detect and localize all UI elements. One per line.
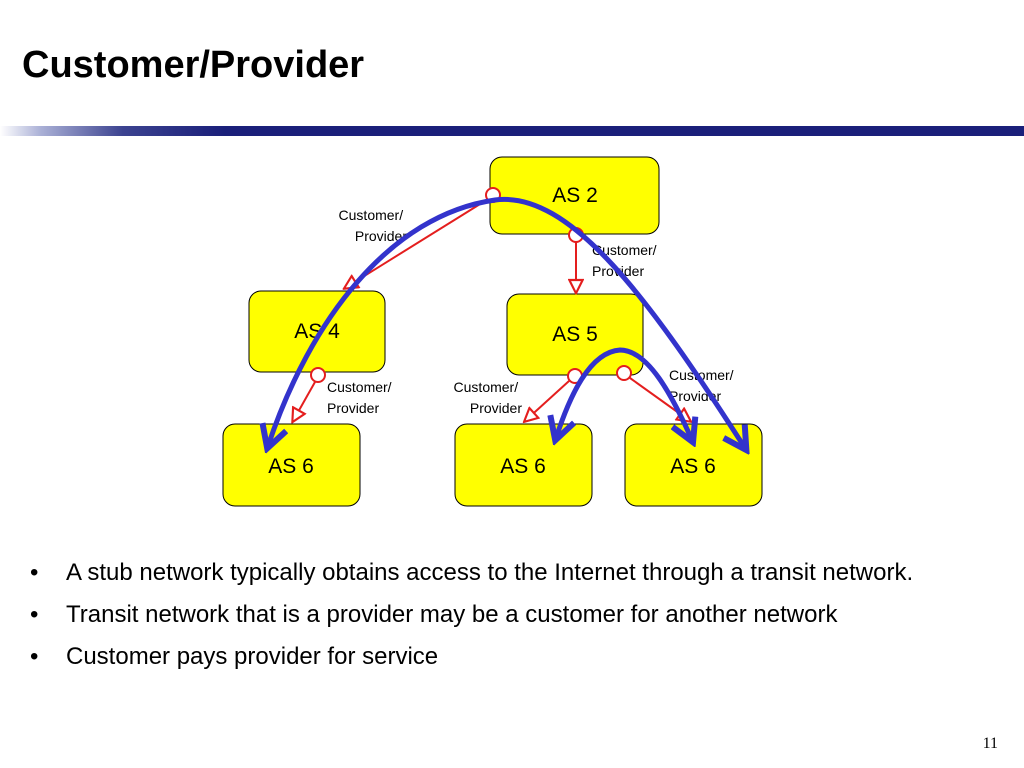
- slide-title: Customer/Provider: [22, 44, 365, 86]
- link-origin-dot: [616, 365, 632, 381]
- node-as6-mid: AS 6: [454, 423, 593, 507]
- edge-label-line: Provider: [470, 400, 522, 416]
- node-as6-left: AS 6: [222, 423, 361, 507]
- page-number: 11: [982, 735, 998, 752]
- node-as6-right: AS 6: [624, 423, 763, 507]
- node-as2: AS 2: [489, 156, 660, 235]
- link-origin-dot: [310, 367, 326, 383]
- traffic-path-as6-mid-to-as6-right: [556, 347, 692, 440]
- node-as4: AS 4: [248, 290, 386, 373]
- as-relationship-diagram: AS 2 AS 4 AS 5 AS 6 AS 6 AS 6: [222, 156, 763, 507]
- edge-label-line: Customer/: [454, 379, 519, 395]
- edge-label-as5-as6-mid: Customer/ Provider: [454, 379, 523, 416]
- title-rule: [0, 126, 1024, 136]
- bullet-dot: •: [30, 643, 39, 670]
- bullet-item: • Transit network that is a provider may…: [30, 598, 990, 632]
- edge-label-as4-as6: Customer/ Provider: [327, 379, 395, 416]
- traffic-path-as6-left-to-as6-right: [268, 196, 745, 448]
- edge-label-line: Customer/: [592, 242, 657, 258]
- node-as5-label: AS 5: [552, 323, 598, 346]
- edge-label-as2-as5: Customer/ Provider: [592, 242, 660, 279]
- edge-label-line: Customer/: [327, 379, 392, 395]
- edge-label-line: Customer/: [669, 367, 734, 383]
- bullet-dot: •: [30, 559, 39, 586]
- link-as5-as6-mid: [525, 368, 583, 421]
- link-as2-as5: [568, 227, 584, 292]
- bullet-dot: •: [30, 601, 39, 628]
- bullet-item: • A stub network typically obtains acces…: [30, 556, 990, 590]
- bullet-text: Customer pays provider for service: [66, 643, 439, 670]
- node-as6-right-label: AS 6: [670, 455, 716, 478]
- node-as5: AS 5: [506, 293, 644, 376]
- bullet-item: • Customer pays provider for service: [30, 640, 990, 674]
- link-as4-as6-left: [293, 367, 326, 421]
- node-as2-label: AS 2: [552, 184, 598, 207]
- bullet-text: Transit network that is a provider may b…: [66, 601, 838, 628]
- edge-label-as2-as4: Customer/ Provider: [339, 207, 408, 244]
- bullet-text: A stub network typically obtains access …: [66, 559, 914, 586]
- node-as4-label: AS 4: [294, 320, 340, 343]
- node-as6-left-label: AS 6: [268, 455, 314, 478]
- edge-label-line: Provider: [355, 228, 407, 244]
- edge-label-line: Provider: [327, 400, 379, 416]
- bullet-list: • A stub network typically obtains acces…: [30, 556, 990, 682]
- edge-label-line: Customer/: [339, 207, 404, 223]
- node-as6-mid-label: AS 6: [500, 455, 546, 478]
